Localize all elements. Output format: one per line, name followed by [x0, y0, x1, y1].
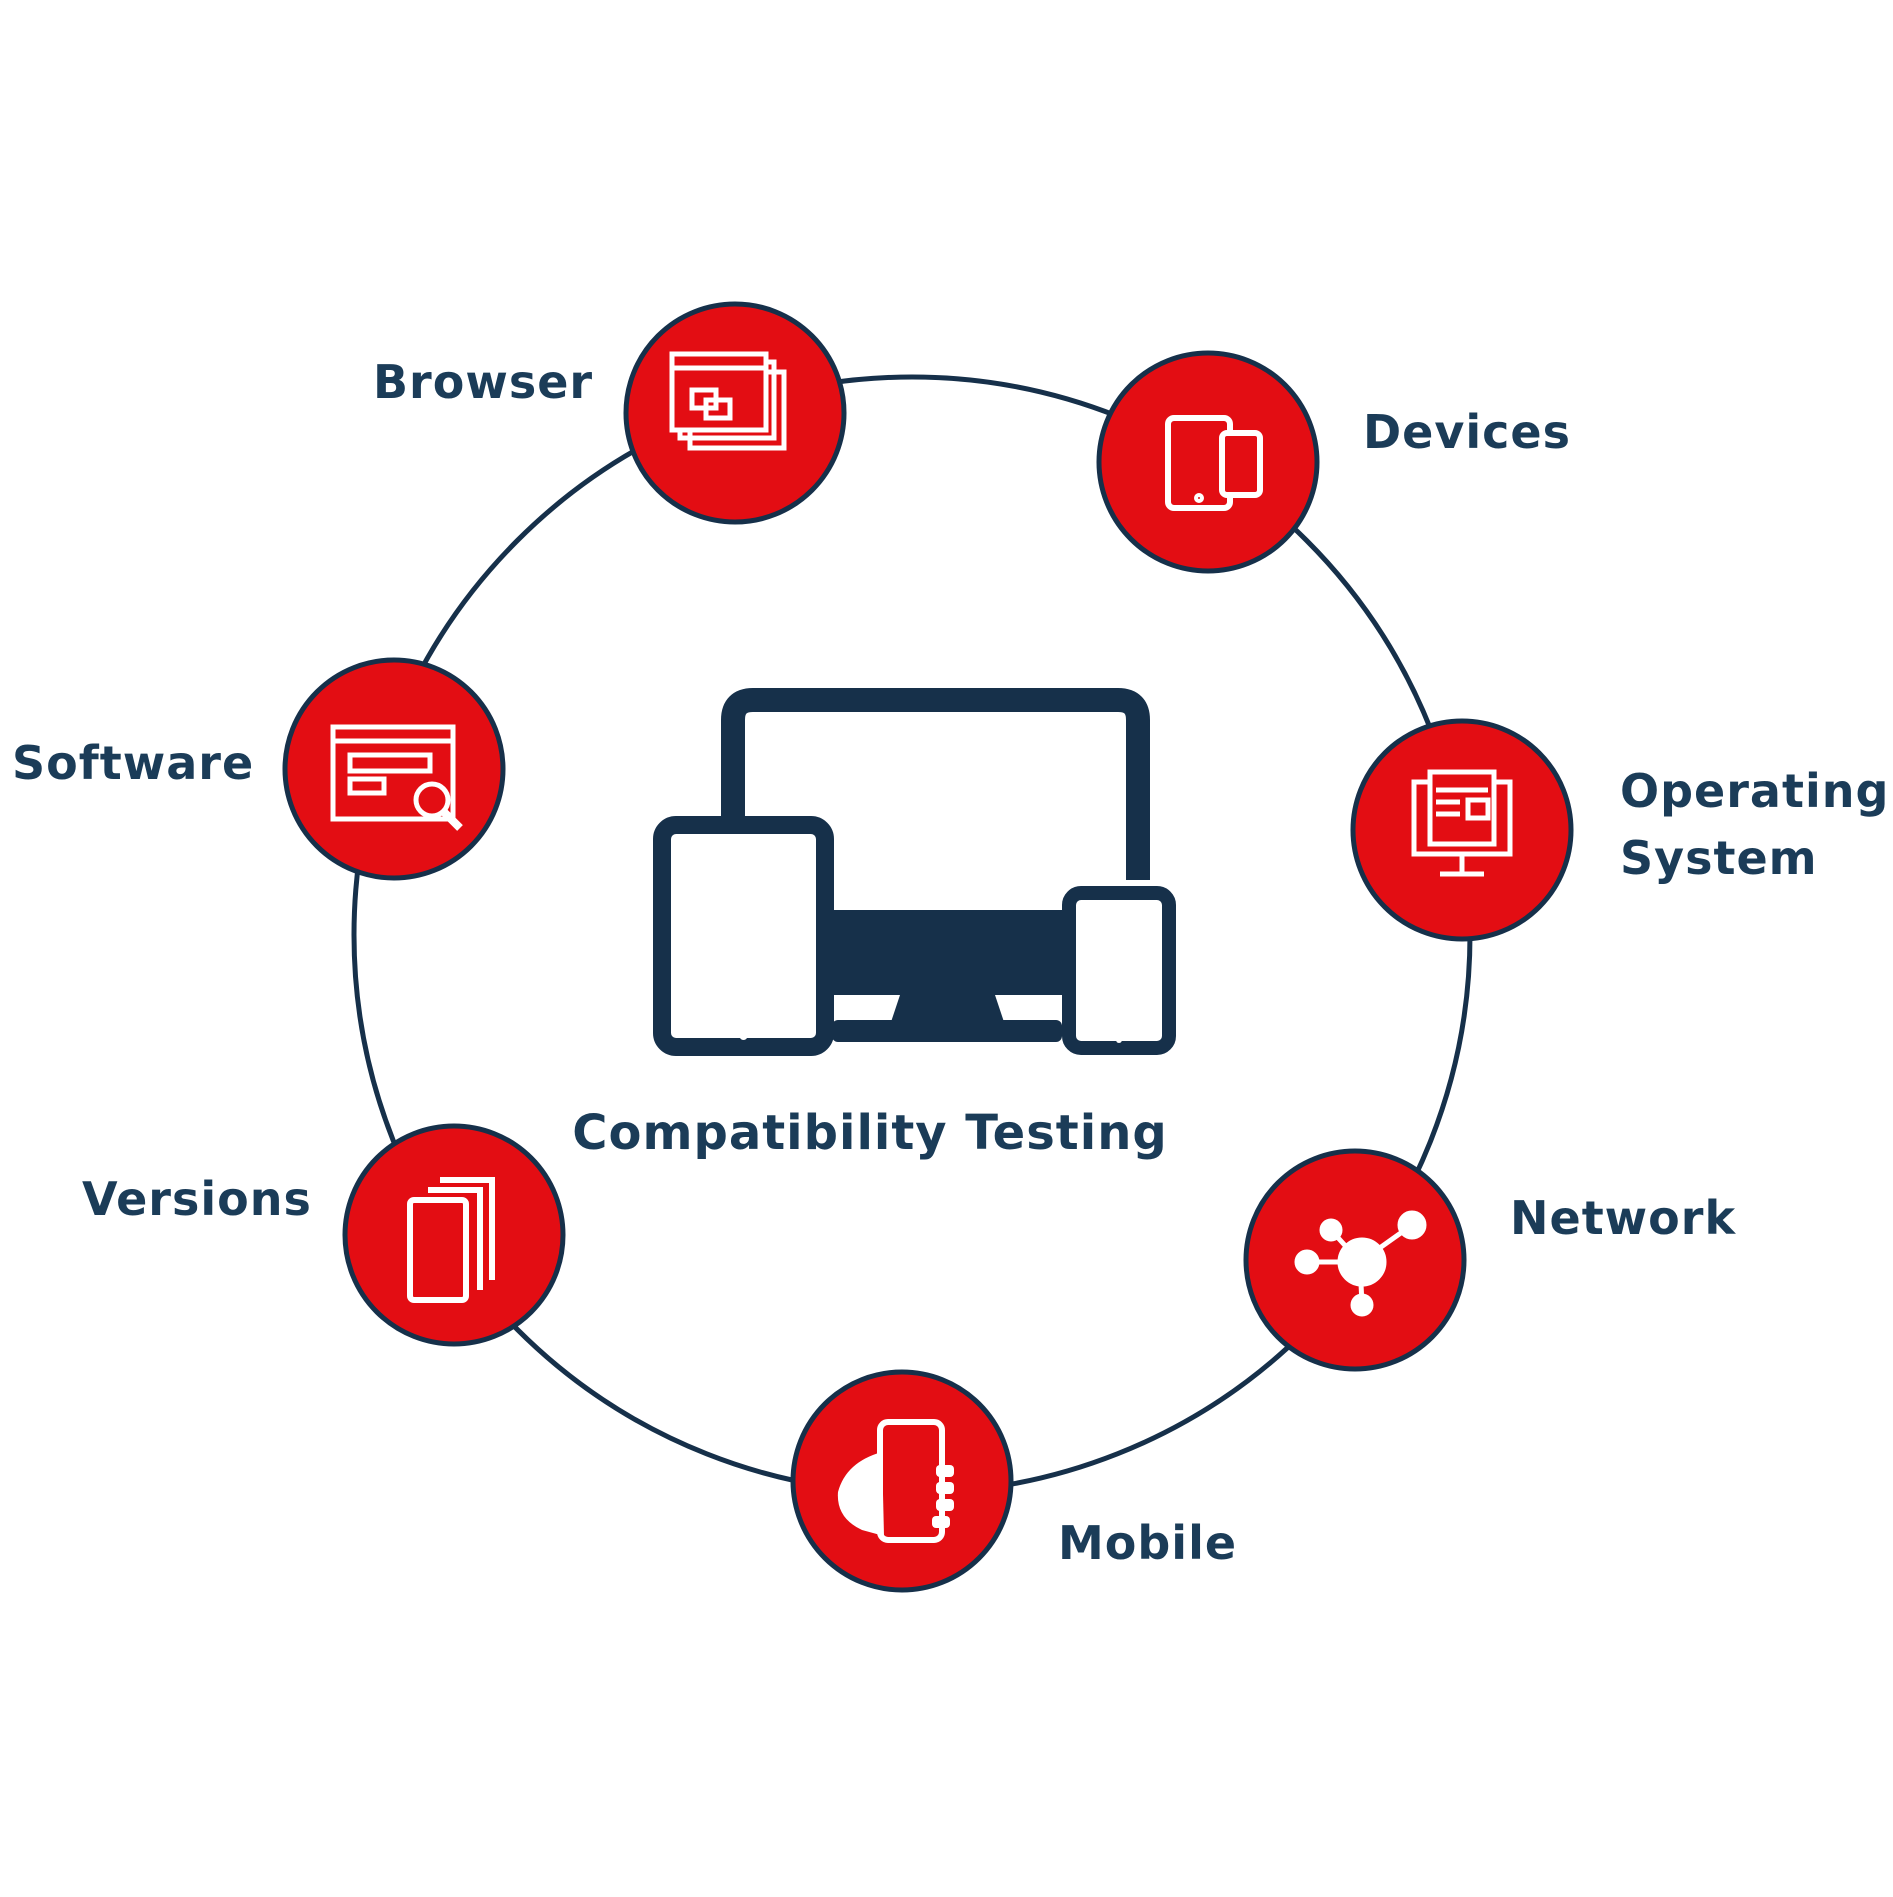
software-window-search-icon [330, 724, 463, 831]
label-versions: Versions [82, 1172, 312, 1226]
label-system: System [1620, 830, 1818, 885]
label-network: Network [1510, 1191, 1737, 1245]
node-versions [342, 1123, 566, 1347]
label-browser: Browser [373, 355, 594, 409]
devices-monitor-tablet-phone-icon [653, 688, 1176, 1056]
label-mobile: Mobile [1058, 1516, 1238, 1570]
node-software [282, 657, 506, 881]
stacked-pages-icon [407, 1177, 495, 1303]
node-network [1243, 1148, 1467, 1372]
label-operating: Operating [1620, 764, 1890, 818]
label-devices: Devices [1363, 405, 1571, 459]
center-title: Compatibility Testing [572, 1105, 1168, 1161]
label-operating-system: Operating System [1620, 758, 1889, 891]
network-nodes-icon [1294, 1210, 1427, 1317]
node-mobile [790, 1369, 1014, 1593]
label-software: Software [12, 736, 255, 790]
browser-windows-icon [669, 351, 787, 451]
node-operating-system [1350, 718, 1574, 942]
node-browser [623, 301, 847, 525]
monitor-os-icon [1411, 769, 1513, 877]
tablet-phone-icon [1165, 415, 1263, 511]
hand-phone-icon [837, 1419, 954, 1543]
node-devices [1096, 350, 1320, 574]
